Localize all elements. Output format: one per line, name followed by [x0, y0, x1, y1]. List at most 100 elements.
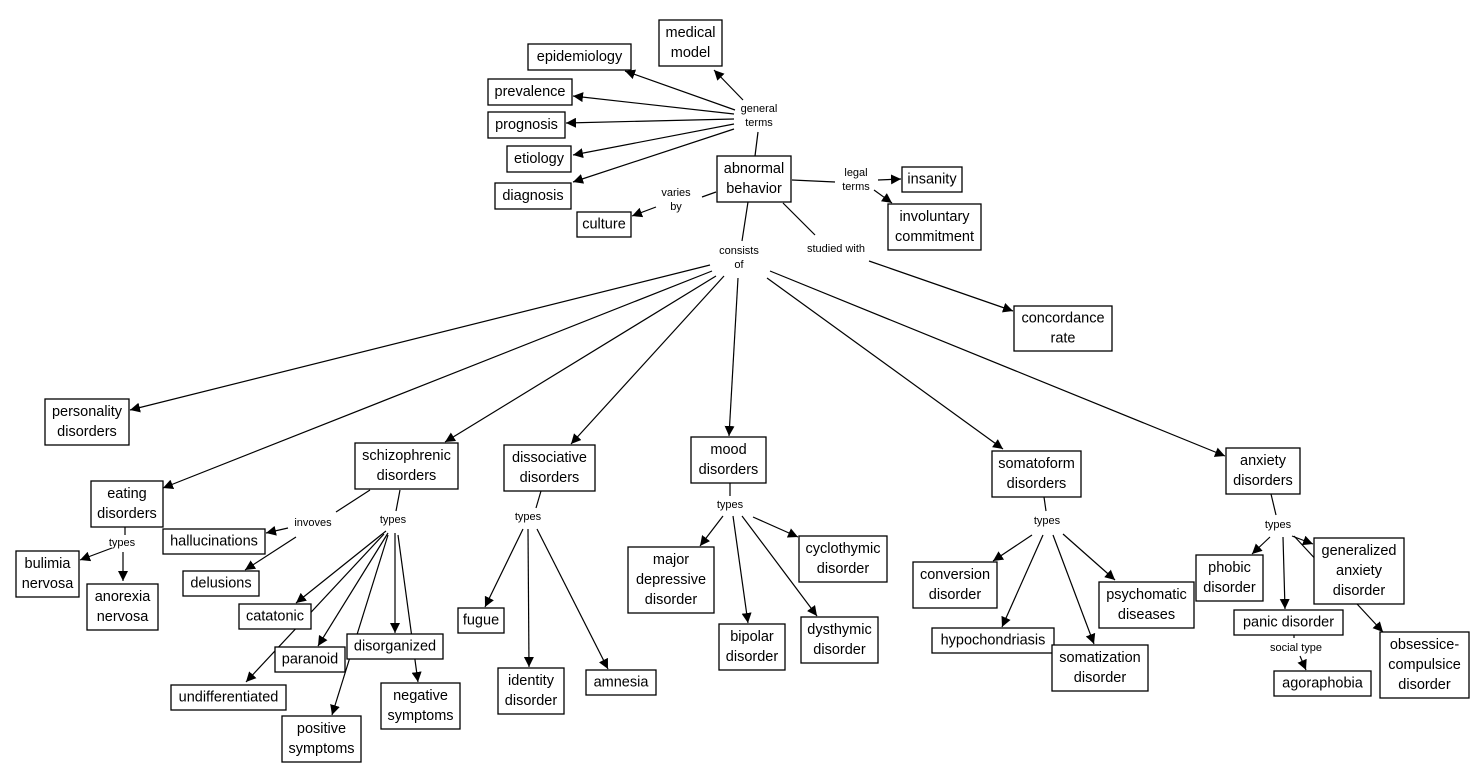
anxiety-types-link: types — [1265, 519, 1292, 531]
culture-node: culture — [576, 211, 632, 238]
concept-label: schizophrenic — [362, 448, 451, 464]
connector-line — [523, 528, 534, 668]
connector-line — [395, 489, 401, 512]
concept-label: eating — [107, 486, 147, 502]
concept-label: prevalence — [495, 84, 566, 100]
delusions-node: delusions — [182, 570, 260, 597]
concept-label: depressive — [636, 572, 706, 588]
concept-label: phobic — [1208, 560, 1251, 576]
concept-box — [44, 398, 130, 446]
connector-line — [1297, 655, 1307, 671]
concepts: medicalmodelepidemiologyprevalenceprogno… — [15, 19, 1470, 763]
conversion-disorder-node: conversion disorder — [912, 561, 998, 609]
concept-box — [887, 203, 982, 251]
concept-box — [718, 623, 786, 671]
dissoc-types-link: types — [515, 511, 542, 523]
concept-box — [627, 546, 715, 614]
connector-line — [1062, 533, 1116, 581]
concept-label: disorders — [57, 424, 117, 440]
connector-line — [572, 123, 735, 159]
concept-box — [901, 166, 963, 193]
concept-label: disorder — [817, 561, 870, 577]
concept-box — [503, 444, 596, 492]
negative-symptoms-node: negative symptoms — [380, 682, 461, 730]
concept-label: commitment — [895, 229, 974, 245]
connector-line — [565, 117, 735, 128]
concept-box — [1233, 609, 1344, 636]
connector-line — [162, 270, 713, 489]
concept-label: generalized — [1322, 543, 1397, 559]
concept-label: anorexia — [95, 589, 152, 605]
concept-label: disorders — [377, 468, 437, 484]
concept-box — [354, 442, 459, 490]
concept-label: etiology — [514, 151, 565, 167]
connector-line — [570, 275, 725, 445]
concept-label: nervosa — [22, 576, 75, 592]
connector-line — [244, 536, 297, 571]
agoraphobia-node: agoraphobia — [1273, 670, 1372, 697]
connector-line — [265, 525, 289, 536]
concept-label: undifferentiated — [179, 690, 279, 706]
concept-label: positive — [297, 721, 346, 737]
concept-label: symptoms — [288, 741, 354, 757]
linking-phrase-label: social type — [1270, 642, 1322, 654]
connector-line — [484, 528, 524, 608]
concept-label: bulimia — [25, 556, 72, 572]
concept-box — [494, 182, 572, 210]
linking-phrase-label: types — [515, 511, 542, 523]
concept-label: hypochondriasis — [941, 633, 1046, 649]
concept-box — [658, 19, 723, 67]
connector-line — [631, 206, 657, 218]
connector-line — [741, 515, 818, 617]
connector-line — [572, 92, 735, 115]
linking-phrase-label: by — [670, 201, 682, 213]
linking-phrase-label: legal — [844, 167, 867, 179]
concept-label: anxiety — [1336, 563, 1383, 579]
undifferentiated-node: undifferentiated — [170, 684, 287, 711]
connector-line — [1043, 496, 1047, 512]
concept-box — [15, 550, 80, 598]
connector-line — [992, 534, 1033, 562]
linking-phrase-label: types — [1265, 519, 1292, 531]
concept-box — [991, 450, 1082, 498]
concept-box — [1273, 670, 1372, 697]
concept-box — [1225, 447, 1301, 495]
epidemiology-node: epidemiology — [527, 43, 632, 71]
concept-label: symptoms — [387, 708, 453, 724]
mood-types-link: types — [717, 499, 744, 511]
disorganized-node: disorganized — [346, 633, 444, 660]
concept-label: disorganized — [354, 639, 436, 655]
concept-box — [1379, 631, 1470, 699]
catatonic-node: catatonic — [238, 603, 312, 630]
concept-label: conversion — [920, 567, 990, 583]
concept-label: culture — [582, 217, 626, 233]
concept-box — [86, 583, 159, 631]
hypochondriasis-node: hypochondriasis — [931, 627, 1055, 654]
hallucinations-node: hallucinations — [162, 528, 266, 555]
concept-label: model — [671, 45, 711, 61]
concept-label: disorder — [929, 587, 982, 603]
schizophrenic-disorders-node: schizophrenic disorders — [354, 442, 459, 490]
linking-phrase-label: terms — [745, 117, 773, 129]
connections — [79, 69, 1384, 716]
concept-box — [585, 669, 657, 696]
concept-label: disorder — [1333, 583, 1386, 599]
somato-types-link: types — [1034, 515, 1061, 527]
concept-label: hallucinations — [170, 534, 258, 550]
concept-label: negative — [393, 688, 448, 704]
connector-line — [868, 260, 1014, 313]
concept-box — [162, 528, 266, 555]
concept-box — [1195, 554, 1264, 602]
connector-line — [741, 201, 749, 242]
concept-label: psychomatic — [1106, 587, 1187, 603]
concept-label: anxiety — [1240, 453, 1287, 469]
